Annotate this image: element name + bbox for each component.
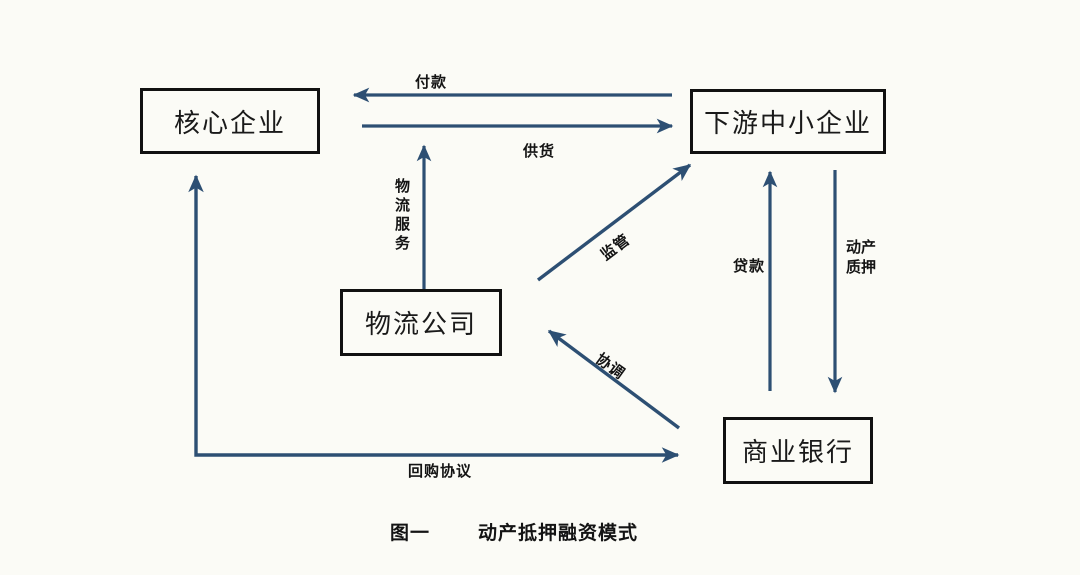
edge-label-chattel-pledge: 动产 质押 [841,238,881,278]
edge-label-repurchase-agreement: 回购协议 [408,464,473,480]
node-downstream-sme[interactable]: 下游中小企业 [690,89,886,154]
node-commercial-bank-label: 商业银行 [741,438,854,467]
edge-label-chattel-pledge-line1: 动产 [845,240,876,256]
edge-label-loan: 贷款 [733,259,766,275]
edge-supervision-line [536,163,692,282]
node-downstream-sme-label: 下游中小企业 [703,109,872,138]
edge-label-chattel-pledge-line2: 质押 [845,260,876,276]
node-logistics-company[interactable]: 物流公司 [340,289,502,356]
edge-label-payment: 付款 [415,75,448,91]
edge-label-logistics-service: 物流服务 [394,179,410,252]
figure-caption-label: 图一 [390,523,431,544]
node-core-enterprise[interactable]: 核心企业 [140,88,320,154]
node-core-enterprise-label: 核心企业 [173,108,286,138]
node-logistics-company-label: 物流公司 [364,310,477,339]
node-commercial-bank[interactable]: 商业银行 [723,417,873,484]
edge-label-supply: 供货 [523,144,556,160]
edge-repurchase-agreement-line [188,174,680,463]
figure-caption-title: 动产抵押融资模式 [478,523,639,544]
